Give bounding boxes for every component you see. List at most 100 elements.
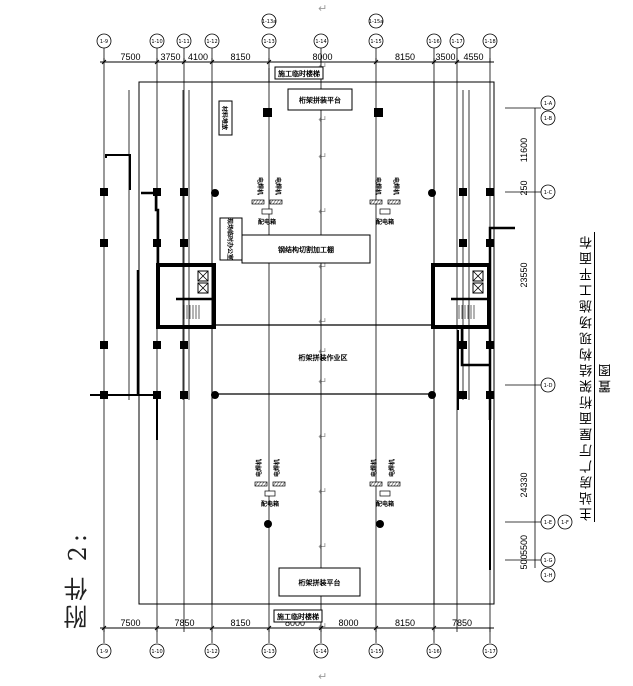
hatch xyxy=(272,481,277,487)
return-mark: ↵ xyxy=(318,540,327,553)
axis-label: 1-11 xyxy=(178,39,189,45)
axis-label: 1-15a xyxy=(369,19,383,25)
right-core xyxy=(431,263,491,329)
wall xyxy=(105,154,131,190)
hatch xyxy=(369,199,374,205)
hatch xyxy=(269,199,274,205)
wall xyxy=(488,226,515,420)
hatch xyxy=(281,481,286,487)
dim-text: 3750 xyxy=(160,52,180,62)
return-mark: ↵ xyxy=(318,260,327,273)
dim-text-right: 11600 xyxy=(519,138,529,162)
dim-text: 8150 xyxy=(230,618,250,628)
axis-bubble-right xyxy=(557,514,573,530)
axis-label: 1-10 xyxy=(151,39,162,45)
hatch xyxy=(257,481,262,487)
top-stair-label-text: 施工临时楼梯 xyxy=(278,69,320,78)
column xyxy=(100,239,108,247)
axis-bubble xyxy=(261,643,277,659)
welder-label: 电焊机 xyxy=(256,177,264,195)
return-mark: ↵ xyxy=(318,430,327,443)
wall xyxy=(460,325,489,367)
elevator-x xyxy=(197,282,209,294)
bottom-stair-label-text: 施工临时楼梯 xyxy=(277,612,319,621)
welder-label: 电焊机 xyxy=(255,459,263,477)
column xyxy=(153,341,161,349)
axis-label: 1-C xyxy=(544,190,553,196)
hatch xyxy=(275,481,280,487)
return-mark: ↵ xyxy=(318,113,327,126)
round-column xyxy=(428,189,436,197)
column xyxy=(180,341,188,349)
welder-label: 电焊机 xyxy=(273,459,281,477)
elevator-x xyxy=(472,282,484,294)
axis-bubble xyxy=(426,643,442,659)
dim-text: 7500 xyxy=(120,618,140,628)
column xyxy=(459,391,467,399)
axis-bubble xyxy=(482,643,498,659)
dim-text: 8000 xyxy=(338,618,358,628)
axis-label: 1-9 xyxy=(100,39,108,45)
hatch xyxy=(257,199,262,205)
hatch xyxy=(396,481,401,487)
bottom-stair-label-frame xyxy=(273,609,323,623)
hatch xyxy=(390,199,395,205)
round-column xyxy=(376,520,384,528)
dim-text: 7850 xyxy=(174,618,194,628)
axis-bubble-right xyxy=(540,377,556,393)
return-mark: ↵ xyxy=(318,150,327,163)
hatch xyxy=(263,481,268,487)
column xyxy=(459,188,467,196)
hatch xyxy=(278,481,283,487)
core-wall xyxy=(431,263,491,329)
round-column xyxy=(428,391,436,399)
elevator-x xyxy=(472,270,484,282)
axis-label: 1-13 xyxy=(263,649,274,655)
equipment-group-sw: 电焊机电焊机配电箱 xyxy=(254,459,286,508)
hatch xyxy=(251,199,256,205)
axis-label: 1-B xyxy=(544,116,553,122)
axis-bubble xyxy=(313,643,329,659)
distribution-box-label: 配电箱 xyxy=(376,500,394,508)
axis-bubble-right xyxy=(540,567,556,583)
distribution-box-icon xyxy=(261,208,273,215)
axis-label: 1-13 xyxy=(263,39,274,45)
hatch xyxy=(275,199,280,205)
hatch xyxy=(254,481,259,487)
column xyxy=(486,188,494,196)
dim-text-right: 500 xyxy=(519,554,529,569)
axis-bubble-right xyxy=(540,110,556,126)
return-mark: ↵ xyxy=(318,205,327,218)
dim-text: 4100 xyxy=(188,52,208,62)
axis-bubble-right xyxy=(540,95,556,111)
column xyxy=(180,391,188,399)
area-labels: 施工临时楼梯桁架拼装平台材料堆放现场临时办公室钢结构切割加工棚桁架拼装作业区桁架… xyxy=(218,66,401,623)
hatch xyxy=(372,481,377,487)
welder-label: 电焊机 xyxy=(274,177,282,195)
hatch xyxy=(375,481,380,487)
roof-hall-boundary xyxy=(211,81,435,605)
drawing-title: 主站房广厅屋面桁架结构现场施工平面布置图 xyxy=(578,232,614,522)
top-stage-label-frame xyxy=(287,88,353,111)
material-yard-label-text: 材料堆放 xyxy=(221,105,229,131)
axis-bubble xyxy=(368,643,384,659)
hatch xyxy=(260,199,265,205)
axis-label: 1-12 xyxy=(206,39,217,45)
dim-text: 7850 xyxy=(452,618,472,628)
hatch xyxy=(372,199,377,205)
axis-label: 1-12 xyxy=(206,649,217,655)
office-label-text: 现场临时办公室 xyxy=(226,218,234,260)
axis-label: 1-17 xyxy=(451,39,462,45)
axis-label: 1-15 xyxy=(370,39,381,45)
hatch xyxy=(278,199,283,205)
axis-label: 1-16 xyxy=(428,649,439,655)
axis-label: 1-D xyxy=(544,383,553,389)
round-column xyxy=(211,391,219,399)
round-column xyxy=(264,520,272,528)
hatch xyxy=(375,199,380,205)
hatch xyxy=(254,199,259,205)
return-mark: ↵ xyxy=(318,485,327,498)
